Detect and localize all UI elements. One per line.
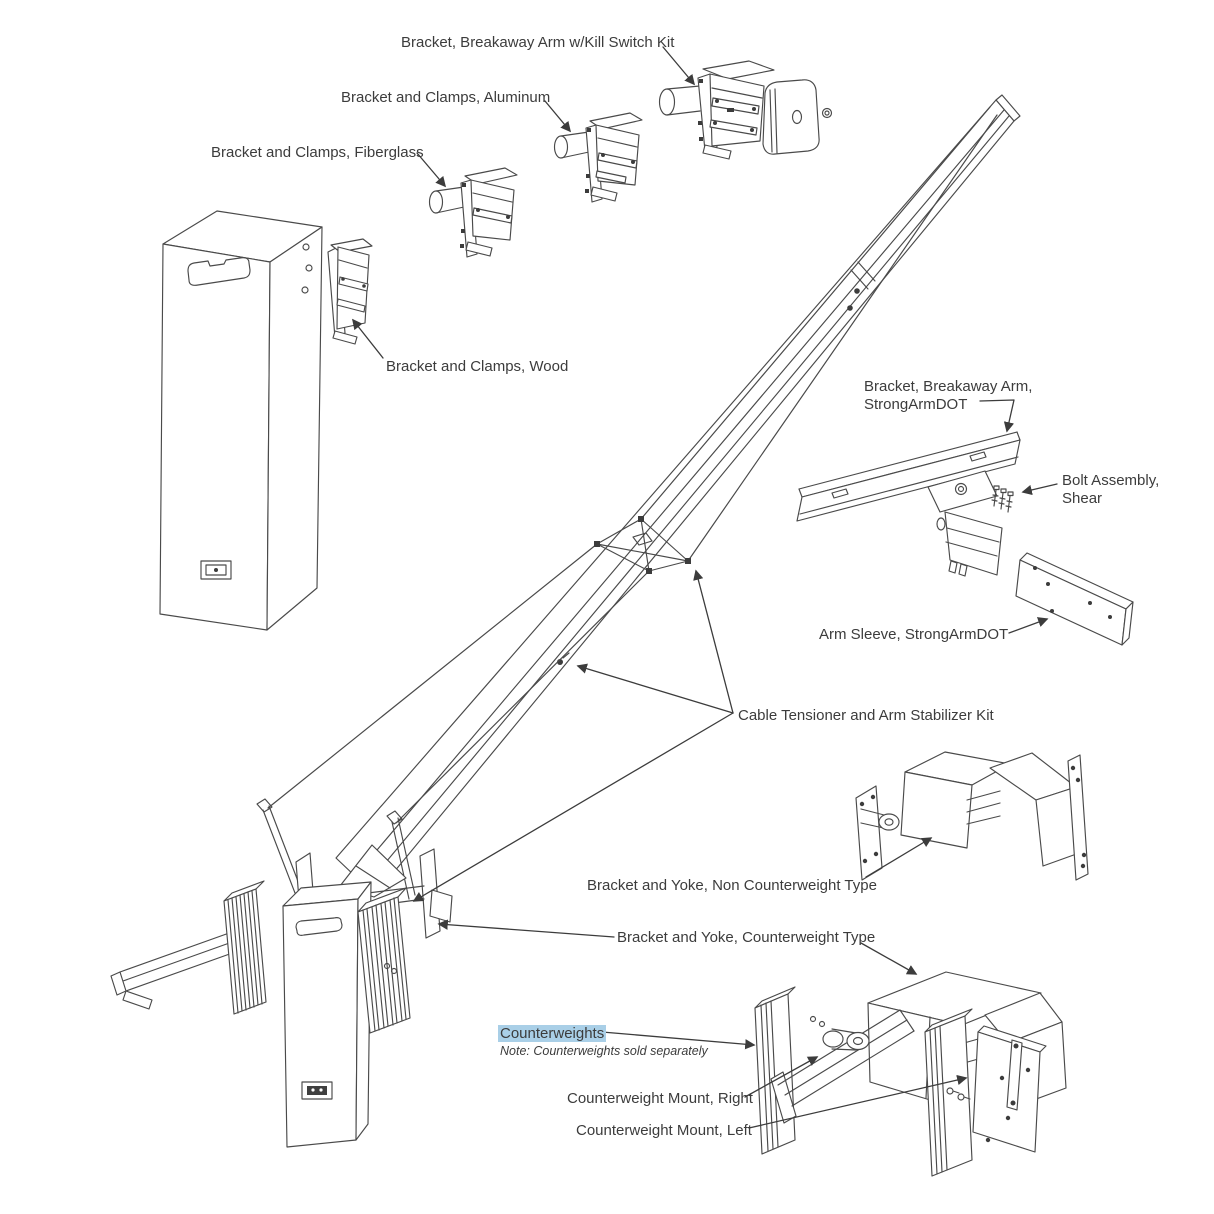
counterweight-cabinet-drawing — [111, 799, 452, 1147]
counterweights-highlighted-text: Counterweights — [498, 1025, 607, 1042]
label-breakaway-strongarm-line2: StrongArmDOT — [864, 395, 968, 413]
label-counterweights: Counterweights — [498, 1025, 607, 1043]
label-yoke-non-counterweight: Bracket and Yoke, Non Counterweight Type — [587, 877, 877, 894]
label-clamps-aluminum: Bracket and Clamps, Aluminum — [341, 89, 551, 106]
bolt-assembly-drawing — [992, 486, 1013, 512]
strongarm-bracket-drawing — [797, 432, 1020, 576]
bracket-fiberglass-drawing — [430, 168, 518, 257]
cable-tensioner-drawing — [594, 516, 691, 574]
label-breakaway-strongarm: Bracket, Breakaway Arm, StrongArmDOT — [864, 378, 1032, 413]
label-cable-tensioner: Cable Tensioner and Arm Stabilizer Kit — [738, 707, 994, 724]
label-counterweights-note: Note: Counterweights sold separately — [500, 1044, 708, 1058]
label-bolt-assembly-shear: Bolt Assembly, Shear — [1062, 472, 1159, 507]
label-kill-switch-kit: Bracket, Breakaway Arm w/Kill Switch Kit — [401, 34, 675, 51]
label-counterweight-mount-left: Counterweight Mount, Left — [576, 1122, 752, 1139]
bracket-kill-switch-drawing — [660, 61, 832, 159]
label-counterweight-mount-right: Counterweight Mount, Right — [567, 1090, 753, 1107]
label-breakaway-strongarm-line1: Bracket, Breakaway Arm, — [864, 378, 1033, 395]
yoke-non-counterweight-drawing — [856, 752, 1088, 880]
arm-sleeve-drawing — [1016, 553, 1133, 645]
bracket-aluminum-drawing — [555, 113, 643, 202]
leader-lines — [352, 47, 1057, 1128]
label-bolt-assembly-line2: Shear — [1062, 489, 1103, 507]
bracket-wood-drawing — [328, 239, 372, 344]
cable-lines — [268, 107, 997, 823]
label-clamps-wood: Bracket and Clamps, Wood — [386, 358, 569, 375]
label-bolt-assembly-line1: Bolt Assembly, — [1062, 472, 1160, 489]
label-yoke-counterweight: Bracket and Yoke, Counterweight Type — [617, 929, 876, 946]
label-arm-sleeve: Arm Sleeve, StrongArmDOT — [819, 626, 1009, 643]
operator-cabinet-drawing — [160, 211, 322, 630]
yoke-counterweight-drawing — [755, 972, 1066, 1176]
label-clamps-fiberglass: Bracket and Clamps, Fiberglass — [211, 144, 424, 161]
